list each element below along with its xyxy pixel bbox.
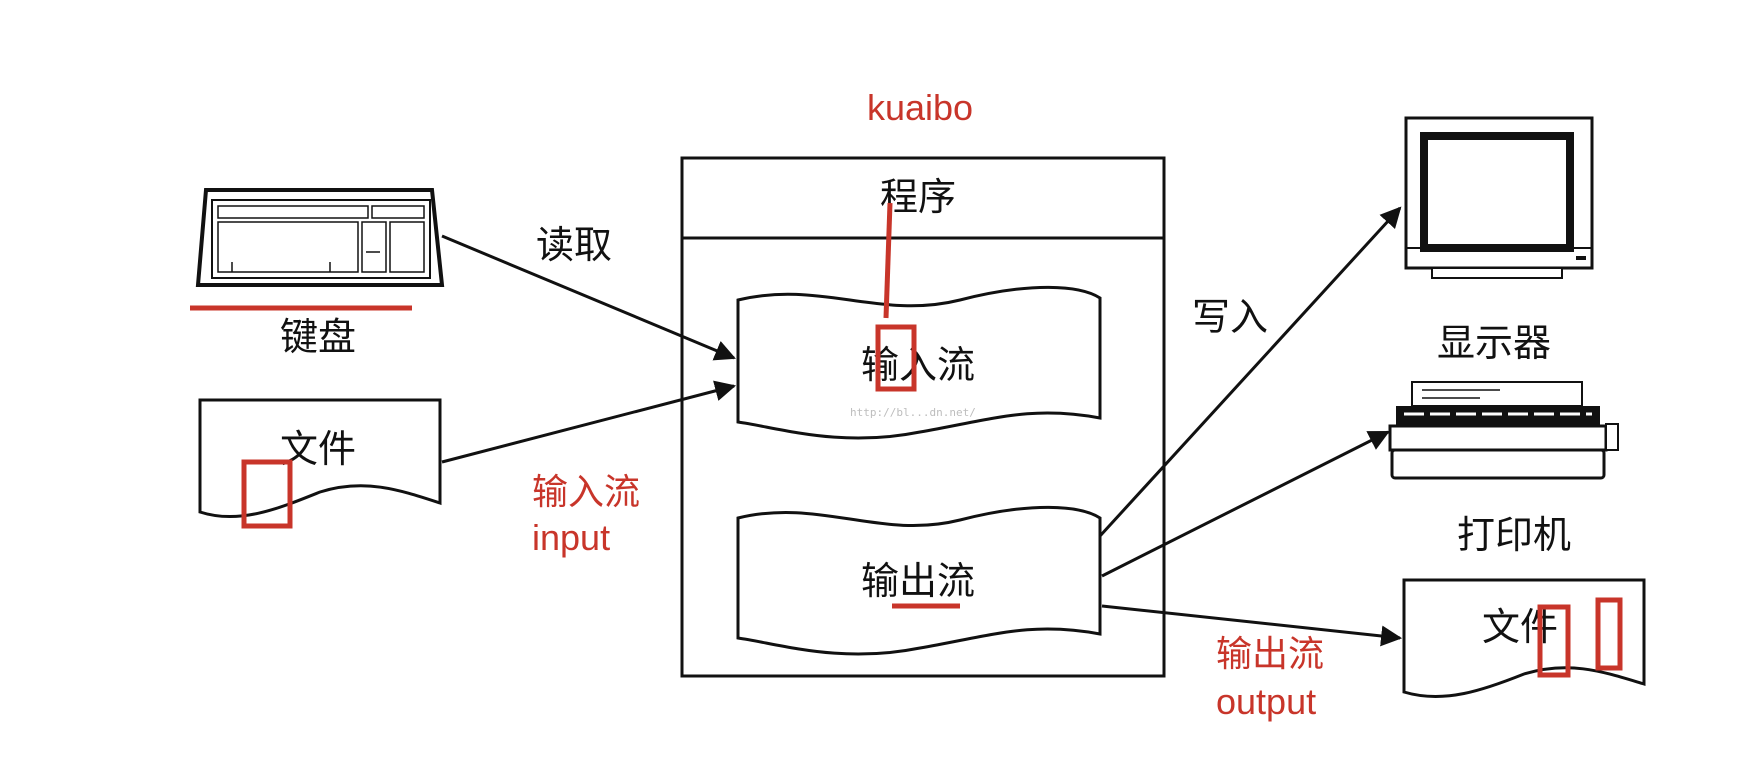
output-file-highlight-1: [1537, 604, 1571, 678]
watermark: http://bl...dn.net/: [850, 406, 976, 419]
output-annotation-en: output: [1216, 681, 1316, 722]
input-stream-shape: [736, 285, 1102, 440]
output-file-shape: [1402, 578, 1646, 698]
input-annotation-en: input: [532, 517, 610, 558]
arrow-keyboard-to-input: [441, 234, 736, 361]
monitor-icon: [1404, 116, 1594, 279]
program-title: 程序: [880, 175, 956, 219]
kuaibo-pointer-line: [883, 202, 893, 319]
kuaibo-annotation: kuaibo: [867, 87, 973, 128]
printer-label: 打印机: [1457, 513, 1571, 557]
output-stream-label: 输出流: [861, 559, 975, 603]
arrow-output-to-printer: [1101, 430, 1390, 578]
keyboard-label: 键盘: [280, 315, 356, 359]
keyboard-icon: [195, 188, 445, 287]
input-stream-highlight: [875, 324, 917, 392]
input-annotation-cn: 输入流: [532, 471, 640, 512]
output-file-highlight-2: [1595, 597, 1623, 671]
output-stream-shape: [736, 505, 1102, 656]
display-label: 显示器: [1437, 321, 1551, 365]
arrow-output-to-monitor: [1098, 206, 1402, 538]
write-label: 写入: [1192, 295, 1268, 339]
input-file-shape: [198, 398, 442, 519]
arrow-output-to-file: [1101, 604, 1403, 647]
input-file-label: 文件: [280, 427, 356, 471]
arrow-file-to-input: [441, 380, 737, 464]
output-file-label: 文件: [1482, 605, 1558, 649]
input-file-highlight: [241, 459, 293, 529]
program-box: [680, 156, 1166, 678]
printer-icon: [1388, 381, 1619, 480]
read-label: 读取: [536, 223, 612, 267]
output-annotation-cn: 输出流: [1216, 633, 1324, 674]
